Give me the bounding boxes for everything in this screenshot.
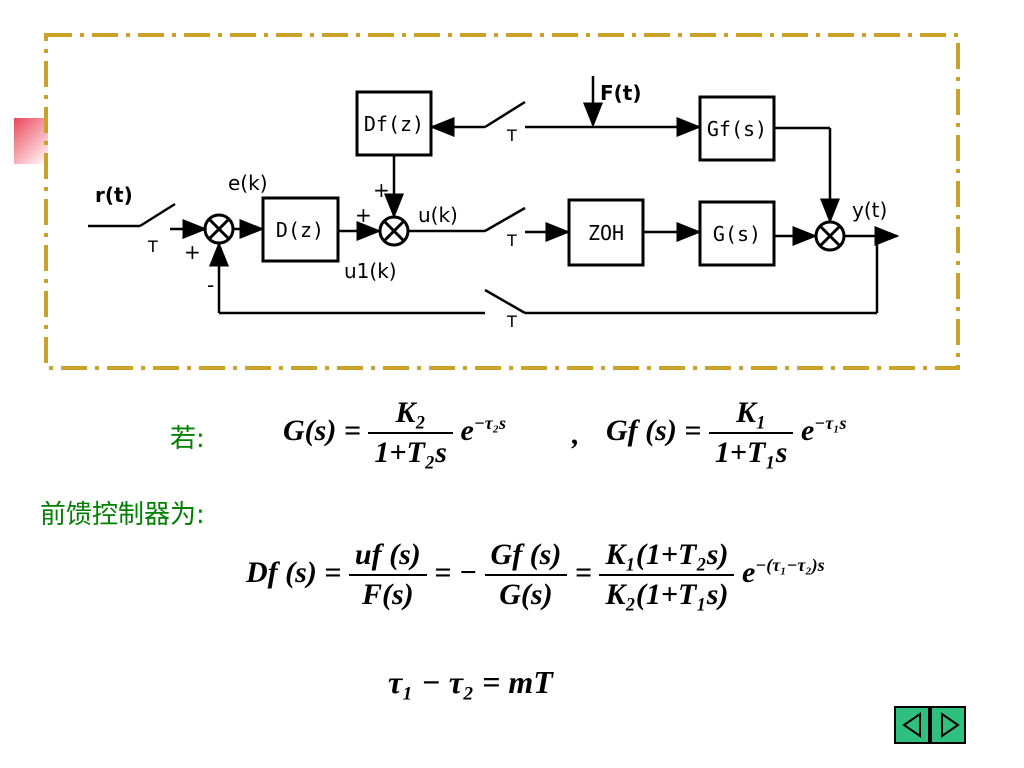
- sign-minus-feedback: -: [207, 273, 214, 297]
- equation-G-lhs: G(s) =: [283, 413, 361, 447]
- sum-junction-control: [378, 215, 410, 247]
- slide-navigation: [894, 706, 966, 744]
- equation-Df-eq: =: [574, 555, 592, 589]
- sampler-label-input: T: [147, 237, 158, 256]
- label-y-t: y(t): [852, 198, 887, 222]
- block-Df: Df(z): [355, 90, 433, 157]
- block-diagram: Df(z) D(z) ZOH Gf(s) G(s): [44, 33, 960, 370]
- controller-label: 前馈控制器为:: [40, 500, 205, 530]
- sampler-label-feedback: T: [506, 312, 517, 331]
- equation-Gf-den: 1+T₁s: [714, 436, 788, 469]
- equation-Gf-num: K₁: [708, 396, 794, 434]
- equation-comma: ,: [572, 418, 580, 451]
- equation-Gf-exp: e: [800, 413, 815, 447]
- equation-Df-f3-den: K₂(1+T₁s): [605, 578, 729, 611]
- sign-plus-df: +: [373, 178, 390, 202]
- equation-Df-f1-den: F(s): [361, 578, 414, 611]
- block-D: D(z): [261, 196, 340, 263]
- sampler-label-control: T: [506, 231, 517, 250]
- svg-text:G(s): G(s): [713, 222, 761, 246]
- equation-Df-exp-power: −(τ₁−τ₂)s: [755, 554, 825, 575]
- equation-Gf-lhs: Gf (s) =: [606, 413, 702, 447]
- slide-corner-decoration: [14, 118, 48, 164]
- equation-Df-exp: e: [741, 555, 756, 589]
- equation-Df-fraction-2: Gf (s) G(s): [484, 538, 568, 612]
- equation-G: G(s) = K₂ 1+T₂s e−τ₂s: [283, 396, 506, 470]
- equation-Df-eq-minus: = −: [434, 555, 478, 589]
- block-Gf: Gf(s): [698, 95, 776, 162]
- equation-Gf-exp-power: −τ₁s: [814, 412, 847, 433]
- label-e-k: e(k): [228, 171, 268, 195]
- prev-slide-button[interactable]: [894, 706, 930, 744]
- next-slide-button[interactable]: [930, 706, 966, 744]
- equation-Df-fraction-1: uf (s) F(s): [348, 538, 427, 612]
- right-triangle-icon: [941, 712, 960, 738]
- sampler-label-feedforward: T: [506, 126, 517, 145]
- equation-G-num: K₂: [368, 396, 453, 434]
- equation-Df-f2-den: G(s): [499, 578, 553, 611]
- equation-Df-fraction-3: K₁(1+T₂s) K₂(1+T₁s): [599, 538, 735, 612]
- equation-Df-f1-num: uf (s): [348, 538, 427, 576]
- sum-junction-error: [203, 213, 235, 245]
- equation-Gf-fraction: K₁ 1+T₁s: [708, 396, 794, 470]
- label-F-t: F(t): [600, 81, 642, 105]
- equation-Df-f2-num: Gf (s): [484, 538, 568, 576]
- equation-Gf: Gf (s) = K₁ 1+T₁s e−τ₁s: [606, 396, 846, 470]
- equation-Df-f3-num: K₁(1+T₂s): [599, 538, 735, 576]
- label-r-t: r(t): [95, 183, 133, 207]
- sign-plus-d: +: [355, 203, 372, 227]
- block-G: G(s): [698, 200, 776, 267]
- signal-lines: [88, 76, 900, 315]
- sign-plus-input: +: [184, 240, 201, 264]
- svg-text:Df(z): Df(z): [364, 112, 424, 136]
- equation-G-exp-power: −τ₂s: [473, 412, 506, 433]
- equation-Df-lhs: Df (s) =: [246, 555, 342, 589]
- svg-text:ZOH: ZOH: [588, 221, 624, 245]
- equation-G-fraction: K₂ 1+T₂s: [368, 396, 453, 470]
- diagram-border: [44, 33, 960, 370]
- sum-junction-output: [814, 220, 846, 252]
- block-ZOH: ZOH: [567, 198, 645, 267]
- svg-text:Gf(s): Gf(s): [707, 117, 767, 141]
- equation-G-den: 1+T₂s: [374, 436, 447, 469]
- left-triangle-icon: [902, 712, 921, 738]
- if-label: 若:: [170, 424, 205, 454]
- svg-text:D(z): D(z): [276, 218, 324, 242]
- label-u1-k: u1(k): [344, 259, 397, 283]
- label-u-k: u(k): [418, 203, 458, 227]
- equation-tau-relation: τ₁ − τ₂ = mT: [388, 664, 553, 700]
- equation-Df: Df (s) = uf (s) F(s) = − Gf (s) G(s) = K…: [246, 538, 825, 612]
- equation-G-exp: e: [460, 413, 474, 447]
